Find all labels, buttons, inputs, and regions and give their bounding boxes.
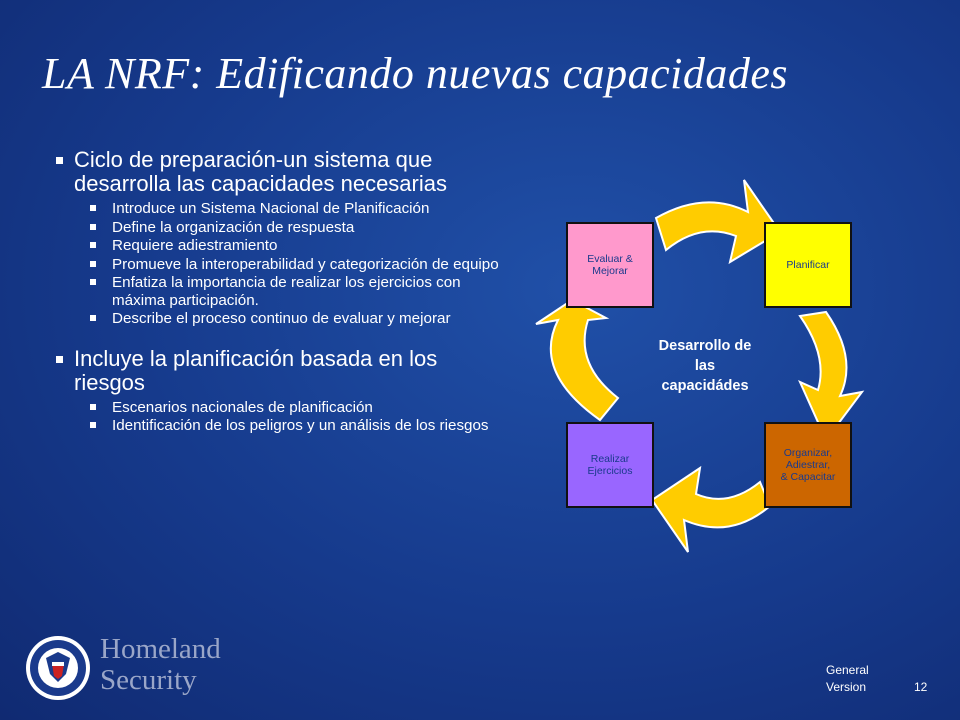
sub-bullet-item: Enfatiza la importancia de realizar los … [50,274,500,309]
step-evaluar-mejorar: Evaluar &Mejorar [566,222,654,308]
sub-bullet-item: Requiere adiestramiento [50,237,500,255]
cycle-arrow-top [654,179,782,265]
slide-title: LA NRF: Edificando nuevas capacidades [42,49,789,98]
step-planificar: Planificar [764,222,852,308]
cycle-arrow-right [798,310,865,442]
page-number: 12 [914,680,928,694]
dhs-seal-icon [26,636,90,700]
version-label: General Version [826,663,869,694]
cycle-center-label: Desarrollo de las capacidádes [658,338,752,394]
bullet-item: Incluye la planificación basada en los r… [50,346,500,395]
sub-bullet-item: Introduce un Sistema Nacional de Planifi… [50,200,500,218]
bullet-list: Ciclo de preparación-un sistema que desa… [50,148,500,436]
sub-bullet-item: Escenarios nacionales de planificación [50,399,500,417]
cycle-arrow-left [535,298,620,422]
bullet-item: Ciclo de preparación-un sistema que desa… [50,148,500,196]
dhs-wordmark: Homeland Security [100,633,221,696]
sub-bullet-list: Escenarios nacionales de planificación I… [50,399,500,435]
sub-bullet-item: Promueve la interoperabilidad y categori… [50,256,500,274]
sub-bullet-item: Describe el proceso continuo de evaluar … [50,310,500,328]
sub-bullet-item: Identificación de los peligros y un anál… [50,417,500,435]
step-organizar-adiestrar-capacitar: Organizar,Adiestrar,& Capacitar [764,422,852,508]
sub-bullet-item: Define la organización de respuesta [50,219,500,237]
sub-bullet-list: Introduce un Sistema Nacional de Planifi… [50,200,500,328]
cycle-arrow-bottom [650,465,772,553]
